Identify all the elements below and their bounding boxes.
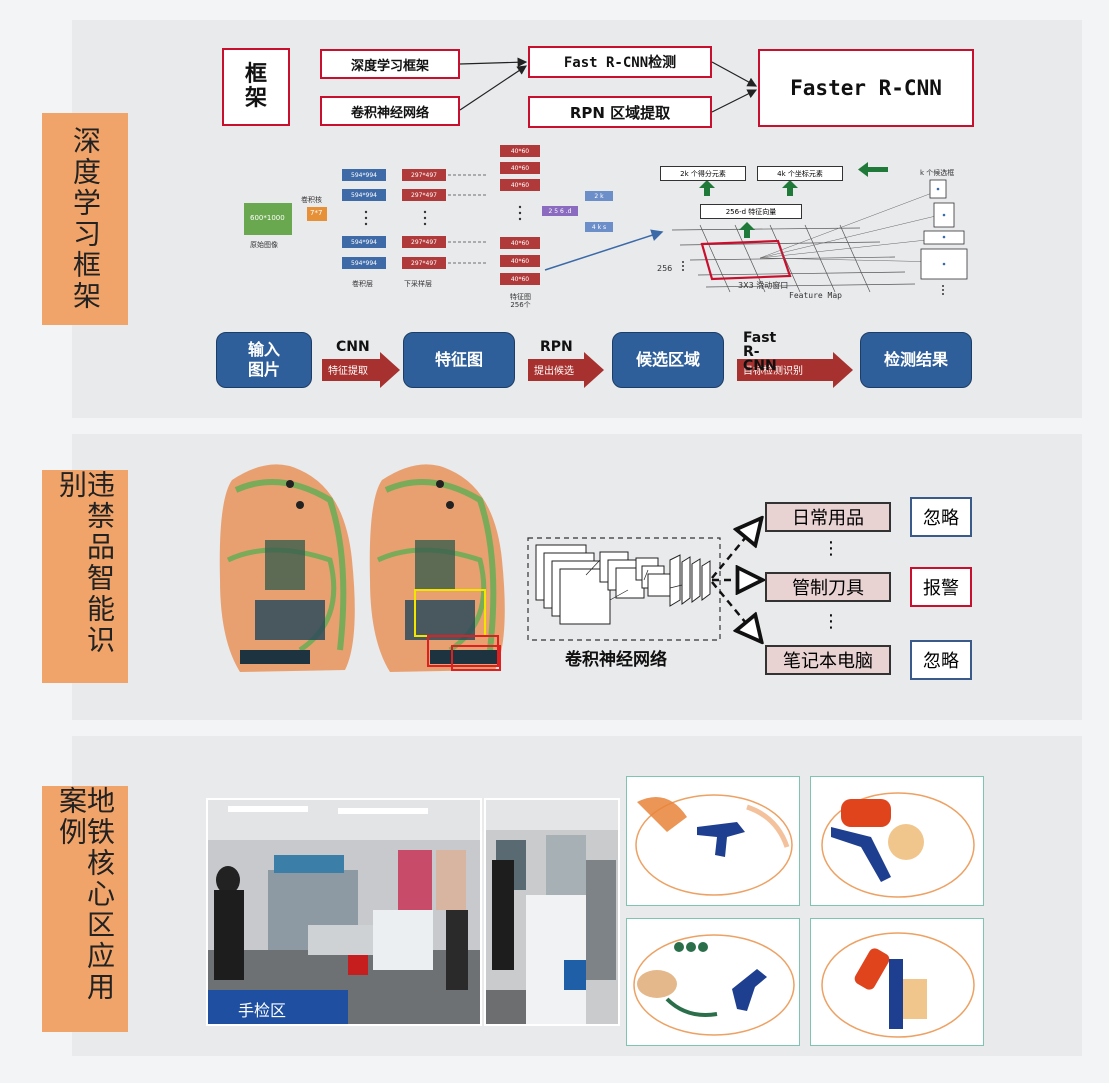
xray-sample-knife-1 — [810, 776, 984, 906]
feature-cell: 40*60 — [500, 255, 540, 267]
faster-rcnn-box: Faster R-CNN — [758, 49, 974, 127]
svg-text:手检区: 手检区 — [238, 1001, 286, 1020]
conv-cell: 594*994 — [342, 189, 386, 201]
pipeline-step-input: 输入 图片 — [216, 332, 312, 388]
rpn-box: RPN 区域提取 — [528, 96, 712, 128]
coord-elements-box: 4k 个坐标元素 — [757, 166, 843, 181]
conv-caption: 卷积层 — [352, 280, 373, 288]
deep-learning-framework-box: 深度学习框架 — [320, 49, 460, 79]
section-label-case-study: 地铁核心区应用案例 — [42, 786, 128, 1032]
subway-scene-2 — [486, 800, 618, 1024]
kernel-caption: 卷积核 — [301, 196, 322, 204]
category-controlled-knives: 管制刀具 — [765, 572, 891, 602]
score-elements-box: 2k 个得分元素 — [660, 166, 746, 181]
framework-title-box: 框 架 — [222, 48, 290, 126]
conv-cell: 594*994 — [342, 257, 386, 269]
feature-cell: 40*60 — [500, 145, 540, 157]
feature-map-label: Feature Map — [789, 291, 842, 300]
feature-depth-label: 256 — [657, 264, 673, 273]
anchor-label: k 个候选框 — [920, 169, 955, 177]
vector-256d-cell: 2 5 6 .d — [542, 206, 578, 216]
reg-output-cell: 4 k s — [585, 222, 613, 232]
kernel-size: 7*7 — [310, 209, 323, 217]
xray-sample-knife-2 — [810, 918, 984, 1046]
feature-cell: 40*60 — [500, 162, 540, 174]
xray-sample-gun-2 — [626, 918, 800, 1046]
framework-connectors — [244, 57, 968, 295]
pool-cell: 297*497 — [402, 257, 446, 269]
xray-sample-gun-1 — [626, 776, 800, 906]
section-label-recognition: 违禁品智能识别 — [42, 470, 128, 683]
pool-cell: 297*497 — [402, 236, 446, 248]
ellipsis-2: ⋮ — [822, 611, 840, 632]
subway-scene-1: 手检区 — [208, 800, 480, 1024]
input-image-size: 600*1000 — [250, 214, 285, 222]
section-label-framework: 深度学习框架 — [42, 113, 128, 325]
pool-cell: 297*497 — [402, 189, 446, 201]
pipeline-step-proposals: 候选区域 — [612, 332, 724, 388]
sliding-window-label: 3X3 滑动窗口 — [738, 281, 789, 290]
pipeline-step-feature-map: 特征图 — [403, 332, 515, 388]
feature-cell: 40*60 — [500, 179, 540, 191]
feature-vector-box: 256-d 特征向量 — [700, 204, 802, 219]
category-laptop: 笔记本电脑 — [765, 645, 891, 675]
subway-photo-1: 手检区 — [206, 798, 482, 1026]
cls-output-cell: 2 k — [585, 191, 613, 201]
cnn-box: 卷积神经网络 — [320, 96, 460, 126]
feature-cell: 40*60 — [500, 273, 540, 285]
subway-photo-2 — [484, 798, 620, 1026]
pipeline-step-result: 检测结果 — [860, 332, 972, 388]
xray-bags — [219, 464, 1109, 672]
category-daily-items: 日常用品 — [765, 502, 891, 532]
conv-cell: 594*994 — [342, 236, 386, 248]
action-ignore-2: 忽略 — [910, 640, 972, 680]
feature-cell: 40*60 — [500, 237, 540, 249]
pool-cell: 297*497 — [402, 169, 446, 181]
conv-cell: 594*994 — [342, 169, 386, 181]
arrow-head-icon — [584, 352, 604, 388]
fast-rcnn-box: Fast R-CNN检测 — [528, 46, 712, 78]
cnn-label: 卷积神经网络 — [565, 650, 667, 670]
pool-caption: 下采样层 — [404, 280, 432, 288]
arrow-head-icon — [380, 352, 400, 388]
arrow-head-icon — [833, 352, 853, 388]
input-image-caption: 原始图像 — [250, 241, 278, 249]
feature-caption: 特征图 256个 — [510, 293, 531, 309]
ellipsis-1: ⋮ — [822, 538, 840, 559]
action-alarm: 报警 — [910, 567, 972, 607]
action-ignore-1: 忽略 — [910, 497, 972, 537]
